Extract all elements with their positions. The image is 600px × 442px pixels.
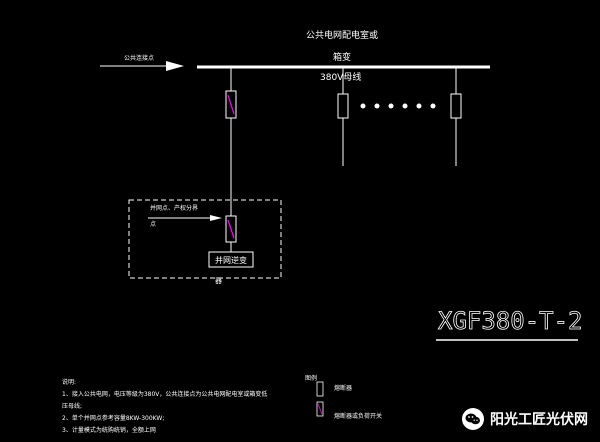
continuation-dots xyxy=(360,103,436,109)
legend-item1-label: 熔断器 xyxy=(334,384,352,392)
poc-arrow-icon xyxy=(210,215,222,221)
legend-heading: 图例 xyxy=(305,374,317,382)
inverter-suffix: 器 xyxy=(215,277,222,285)
watermark: 阳光工匠光伏网 xyxy=(462,408,588,430)
drawing-code: XGF380-T-2 xyxy=(438,307,583,335)
legend-fuse-icon xyxy=(316,381,324,397)
notes-line2: 2、单个并网点参考容量8KW-300KW; xyxy=(62,414,164,422)
incoming-arrow-icon xyxy=(166,61,184,71)
notes-line1: 1、接入公共电网，电压等级为380V，公共连接点为公共电网配电室或箱变低 xyxy=(62,390,267,398)
inverter-box xyxy=(208,251,254,268)
network-title: 公共电网配电室或 xyxy=(306,29,378,41)
incoming-label: 公共连接点 xyxy=(124,54,154,62)
bus-label: 380V母线 xyxy=(320,71,361,83)
fuse-right-1 xyxy=(337,93,349,119)
transformer-title: 箱变 xyxy=(333,51,351,63)
wechat-logo-icon xyxy=(462,408,484,430)
poc-label-line1: 并网点、产权分界 xyxy=(150,204,198,212)
legend-item2-label: 熔断器或负荷开关 xyxy=(334,412,382,420)
notes-heading: 说明: xyxy=(62,378,76,386)
breaker-lower xyxy=(225,215,237,243)
notes-line3: 3、计量模式为统购统销，全额上网 xyxy=(62,426,156,434)
grid-connection-boundary xyxy=(128,199,282,279)
poc-label-line2: 点 xyxy=(150,220,156,228)
inverter-label: 并网逆变 xyxy=(215,255,247,265)
legend-switch-icon xyxy=(316,401,324,417)
watermark-text: 阳光工匠光伏网 xyxy=(490,412,588,428)
breaker-upper xyxy=(225,90,237,119)
notes-line1b: 压母线; xyxy=(62,402,82,410)
fuse-right-2 xyxy=(450,93,462,119)
